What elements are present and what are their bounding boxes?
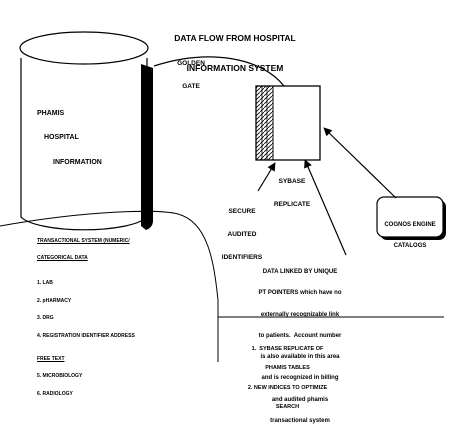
linked-line: DATA LINKED BY UNIQUE — [262, 269, 338, 276]
notes-block: 1. SYBASE REPLICATE OF PHAMIS TABLES 2. … — [230, 333, 345, 417]
secure-line-3: IDENTIFIERS — [221, 254, 263, 262]
cylinder-label: PHAMIS HOSPITAL INFORMATION — [37, 93, 102, 176]
linked-line: transactional system — [270, 417, 330, 424]
sybase-replicate-line-2: REPLICATE — [273, 201, 311, 209]
data-flow-diagram — [0, 31, 446, 362]
transactional-item: 2. pHARMACY — [37, 297, 72, 304]
golden-gate-line-1: GOLDEN — [177, 60, 205, 68]
notes-line-4: SEARCH — [275, 404, 300, 411]
secure-line-2: AUDITED — [227, 231, 257, 239]
transactional-item: 1. LAB — [37, 280, 53, 287]
cognos-line-2: CATALOGS — [393, 243, 427, 250]
golden-gate-label: GOLDEN GATE — [172, 45, 210, 99]
arrow-cognos-to-replicate — [323, 127, 397, 199]
sybase-replicate-label: SYBASE REPLICATE — [267, 163, 317, 217]
golden-gate-connector — [153, 56, 285, 87]
secure-identifiers-label: SECURE AUDITED IDENTIFIERS — [218, 193, 266, 270]
free-text-heading: FREE TEXT — [37, 355, 65, 362]
diagram-title: DATA FLOW FROM HOSPITAL INFORMATION SYST… — [160, 13, 310, 83]
transactional-item: 4. REGISTRATION IDENTIFIER ADDRESS — [37, 333, 135, 340]
notes-line-3: 2. NEW INDICES TO OPTIMIZE — [247, 384, 328, 391]
linked-line: is also available in this area — [260, 354, 340, 361]
secure-line-1: SECURE — [228, 208, 256, 216]
transactional-system-block: TRANSACTIONAL SYSTEM (NUMERIC/ CATEGORIC… — [37, 227, 135, 404]
linked-line: externally recognizable link — [260, 311, 340, 318]
linked-line: PT POINTERS which have no — [258, 290, 342, 297]
transactional-item: 3. DRG — [37, 315, 54, 322]
notes-line-1: 1. SYBASE REPLICATE OF — [251, 345, 324, 352]
transactional-heading-line-2: CATEGORICAL DATA — [37, 255, 88, 262]
cylinder-label-line-1: PHAMIS — [37, 109, 65, 117]
title-line-2: INFORMATION SYSTEM — [186, 63, 284, 74]
sybase-replicate-box — [255, 85, 321, 161]
cognos-label: COGNOS ENGINE CATALOGS — [377, 208, 443, 258]
cylinder-label-line-2: HOSPITAL — [44, 134, 79, 142]
title-line-1: DATA FLOW FROM HOSPITAL — [174, 33, 296, 44]
golden-gate-line-2: GATE — [182, 83, 200, 91]
transactional-boundary — [0, 210, 219, 362]
arrow-linked-to-replicate — [304, 159, 347, 256]
notes-line-2: PHAMIS TABLES — [265, 365, 310, 372]
cylinder-label-line-3: INFORMATION — [53, 159, 102, 166]
free-text-item: 5. MICROBIOLOGY — [37, 373, 83, 380]
transactional-heading-line-1: TRANSACTIONAL SYSTEM (NUMERIC/ — [37, 237, 130, 244]
cognos-line-1: COGNOS ENGINE — [384, 222, 436, 229]
arrow-secure-to-replicate — [257, 162, 276, 192]
phamis-cylinder — [19, 31, 153, 231]
sybase-replicate-line-1: SYBASE — [278, 178, 306, 186]
cognos-box — [376, 196, 446, 240]
free-text-item: 6. RADIOLOGY — [37, 391, 73, 398]
linked-line: to patients. Account number — [258, 332, 342, 339]
